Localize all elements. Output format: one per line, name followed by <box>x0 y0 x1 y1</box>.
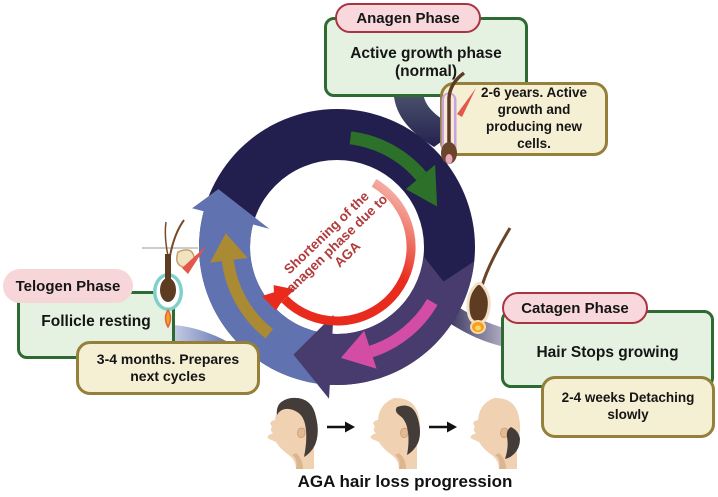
anagen-phase-pill: Anagen Phase <box>335 3 481 33</box>
pink-catagen-arrow <box>340 298 438 369</box>
full-hair-head <box>267 397 318 469</box>
red-shortening-arrow <box>262 179 416 326</box>
ring-segment-blue <box>192 189 349 386</box>
anagen-duration-text: 2-6 years. Active growth and producing n… <box>480 85 588 151</box>
catagen-description-text: Hair Stops growing <box>536 344 679 361</box>
progression-arrow-icon <box>429 421 457 433</box>
bald-crown-head <box>470 397 521 469</box>
telogen-follicle-icon <box>142 219 206 329</box>
telogen-phase-label: Telogen Phase <box>15 277 121 295</box>
gold-telogen-arrow <box>210 233 274 339</box>
anagen-follicle-icon <box>441 71 476 164</box>
green-anagen-arrow <box>349 131 438 207</box>
receding-hairline-head <box>370 397 421 469</box>
telogen-phase-pill: Telogen Phase <box>3 269 133 303</box>
catagen-duration-text: 2-4 weeks Detaching slowly <box>561 390 695 422</box>
anagen-description-text: Active growth phase (normal) <box>350 45 502 80</box>
telogen-duration-note: 3-4 months. Prepares next cycles <box>76 341 260 395</box>
catagen-duration-note: 2-4 weeks Detaching slowly <box>541 376 715 438</box>
anagen-duration-note: 2-6 years. Active growth and producing n… <box>440 82 608 156</box>
progression-caption: AGA hair loss progression <box>297 472 513 491</box>
anagen-phase-label: Anagen Phase <box>356 9 460 27</box>
catagen-follicle-icon <box>466 227 512 334</box>
catagen-phase-label: Catagen Phase <box>521 299 629 317</box>
progression-arrow-icon <box>327 421 355 433</box>
telogen-description-text: Follicle resting <box>41 313 151 330</box>
catagen-phase-pill: Catagen Phase <box>502 292 648 324</box>
telogen-duration-text: 3-4 months. Prepares next cycles <box>96 350 240 385</box>
ring-segment-purple <box>293 256 475 399</box>
